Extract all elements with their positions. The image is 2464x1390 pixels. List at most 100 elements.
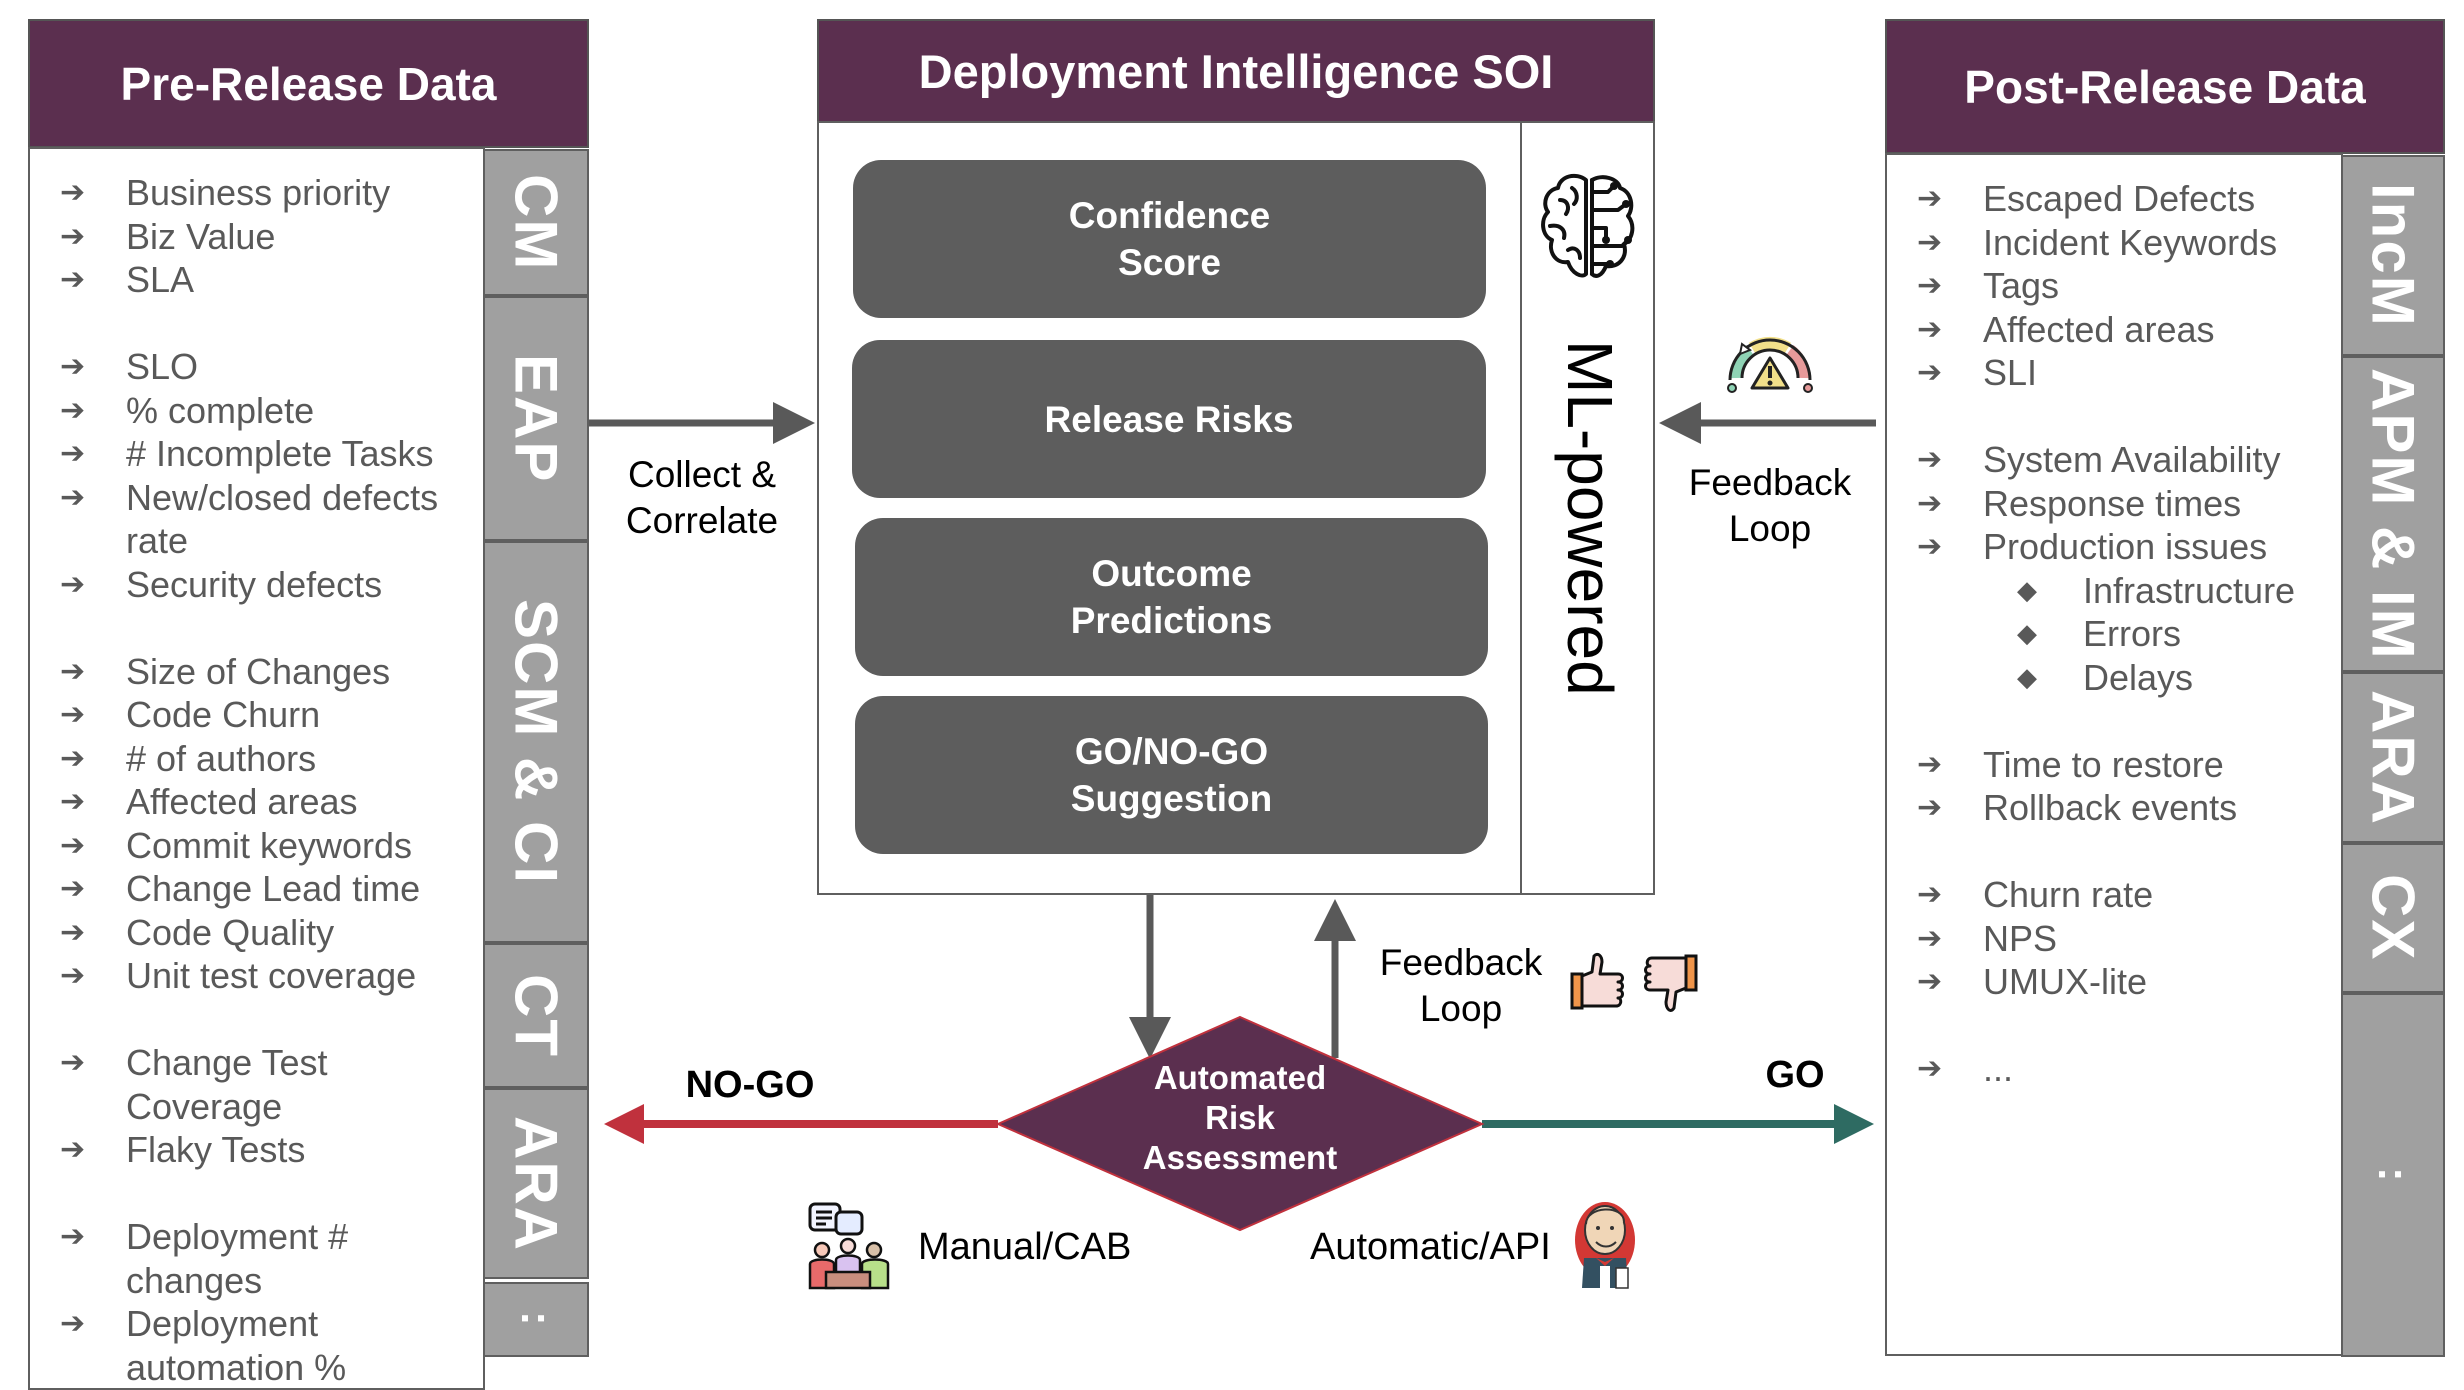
pre-release-list-item: ➔ Change Lead time bbox=[60, 867, 483, 911]
pre-release-tab-ara[interactable]: ARA bbox=[483, 1088, 589, 1279]
post-release-tab-cx[interactable]: CX bbox=[2341, 843, 2445, 993]
pre-release-list-item: ➔Code Churn bbox=[60, 693, 483, 737]
post-release-item-label: Tags bbox=[1983, 265, 2060, 306]
pre-release-item-label: Code Churn bbox=[126, 694, 321, 735]
post-release-item-label: Rollback events bbox=[1983, 787, 2238, 828]
confidence-score-box[interactable]: Confidence Score bbox=[853, 160, 1486, 318]
automatic-api-label: Automatic/API bbox=[1310, 1226, 1551, 1268]
post-release-title: Post-Release Data bbox=[1964, 60, 2366, 113]
post-release-item-label: Affected areas bbox=[1983, 308, 2215, 350]
pre-release-tab-scm-ci[interactable]: SCM & CI bbox=[483, 541, 589, 943]
post-release-list-item: ◆Delays bbox=[1917, 656, 2295, 700]
post-release-list-item: ➔Incident Keywords bbox=[1917, 221, 2295, 265]
arrow-bullet-icon: ➔ bbox=[60, 828, 86, 862]
post-release-item-label: NPS bbox=[1983, 917, 2058, 959]
post-release-tab-ara[interactable]: ARA bbox=[2341, 672, 2445, 843]
pre-release-tab-cm[interactable]: CM bbox=[483, 149, 589, 296]
pre-release-list-item: ➔ Biz Value bbox=[60, 215, 483, 259]
release-risks-label: Release Risks bbox=[1044, 398, 1294, 440]
pre-release-item-label: Commit keywords bbox=[126, 824, 413, 866]
arrow-bullet-icon: ➔ bbox=[1917, 878, 1943, 911]
arrow-bullet-icon: ➔ bbox=[60, 1046, 86, 1079]
arrow-bullet-icon: ➔ bbox=[1917, 182, 1943, 215]
confidence-score-label: Confidence Score bbox=[1068, 195, 1271, 283]
post-release-item-label: Escaped Defects bbox=[1983, 178, 2256, 219]
post-release-tab-label: ARA bbox=[2359, 689, 2427, 826]
arrow-bullet-icon: ➔ bbox=[1917, 921, 1943, 955]
go-no-go-suggestion-box[interactable]: GO/NO-GO Suggestion bbox=[855, 696, 1488, 854]
arrow-bullet-icon: ➔ bbox=[1917, 356, 1943, 389]
risk-assessment-diamond[interactable] bbox=[995, 1015, 1485, 1232]
pre-release-list-item: ➔Affected areas bbox=[60, 780, 483, 824]
post-release-list-item: ➔System Availability bbox=[1917, 438, 2295, 482]
pre-release-list-item: ➔Deployment # changes bbox=[60, 1215, 483, 1302]
pre-release-tab-label: EAP bbox=[502, 353, 570, 484]
post-release-item-label: Response times bbox=[1983, 482, 2242, 524]
risk-gauge-icon bbox=[1722, 328, 1818, 394]
post-release-header: Post-Release Data bbox=[1885, 19, 2445, 154]
go-label: GO bbox=[1765, 1054, 1825, 1096]
post-release-item-label: Infrastructure bbox=[2083, 569, 2296, 611]
post-release-tab-label: APM & IM bbox=[2359, 367, 2427, 661]
pre-release-tab-[interactable]: : bbox=[483, 1282, 589, 1357]
post-release-list-item: ➔ Affected areas bbox=[1917, 308, 2295, 352]
post-release-list-item: ➔Tags bbox=[1917, 264, 2295, 308]
manual-cab-label: Manual/CAB bbox=[918, 1226, 1132, 1268]
post-release-tab-[interactable]: : bbox=[2341, 993, 2445, 1357]
no-go-label: NO-GO bbox=[685, 1064, 815, 1106]
release-risks-box[interactable]: Release Risks bbox=[852, 340, 1486, 498]
pre-release-item-label: Biz Value bbox=[126, 215, 276, 257]
arrow-bullet-icon: ➔ bbox=[1917, 486, 1943, 520]
post-release-item-label: Time to restore bbox=[1983, 743, 2224, 785]
diamond-bullet-icon: ◆ bbox=[2017, 618, 2037, 648]
pre-release-tab-label: CM bbox=[502, 173, 570, 272]
go-no-go-suggestion-label: GO/NO-GO Suggestion bbox=[1070, 731, 1273, 819]
pre-release-list-item: ➔ Change Test Coverage bbox=[60, 1041, 483, 1128]
pre-release-tab-ct[interactable]: CT bbox=[483, 943, 589, 1088]
post-release-list-item: ➔... bbox=[1917, 1047, 2295, 1091]
pre-release-panel: ➔Business priority➔Biz Value➔SLA➔SLO➔% c… bbox=[28, 147, 485, 1390]
arrow-bullet-icon: ➔ bbox=[1917, 312, 1943, 346]
pre-release-item-label: Change Lead time bbox=[126, 868, 421, 909]
pre-release-tab-label: ARA bbox=[502, 1115, 570, 1252]
pre-release-tab-eap[interactable]: EAP bbox=[483, 296, 589, 541]
post-release-item-label: Incident Keywords bbox=[1983, 221, 2278, 263]
arrow-bullet-icon: ➔ bbox=[1917, 1052, 1943, 1085]
post-release-list-item: ➔ Escaped Defects bbox=[1917, 177, 2295, 221]
pre-release-list-item: ➔# of authors bbox=[60, 737, 483, 781]
pre-release-item-label: Code Quality bbox=[126, 911, 335, 953]
post-release-list-item: ➔ Time to restore bbox=[1917, 743, 2295, 787]
arrow-bullet-icon: ➔ bbox=[60, 1307, 86, 1340]
arrow-bullet-icon: ➔ bbox=[60, 219, 86, 253]
post-release-tab-apm-im[interactable]: APM & IM bbox=[2341, 356, 2445, 672]
arrow-bullet-icon: ➔ bbox=[60, 393, 86, 427]
collect-correlate-label: Collect & Correlate bbox=[625, 454, 779, 541]
feedback-top-label: Feedback Loop bbox=[1688, 462, 1852, 549]
arrow-bullet-icon: ➔ bbox=[60, 741, 86, 775]
arrow-bullet-icon: ➔ bbox=[1917, 747, 1943, 781]
post-release-list-item: ➔ SLI bbox=[1917, 351, 2295, 395]
post-release-item-label: SLI bbox=[1983, 352, 2038, 393]
pre-release-list-item: ➔Deployment automation % bbox=[60, 1302, 483, 1389]
arrow-bullet-icon: ➔ bbox=[60, 263, 86, 296]
arrow-bullet-icon: ➔ bbox=[1917, 965, 1943, 998]
pre-release-tab-label: : bbox=[512, 1311, 561, 1328]
arrow-bullet-icon: ➔ bbox=[60, 480, 86, 514]
arrow-bullet-icon: ➔ bbox=[60, 872, 86, 905]
pre-release-title: Pre-Release Data bbox=[120, 57, 497, 110]
pre-release-list-item: ➔Security defects bbox=[60, 563, 483, 607]
post-release-tab-label: IncM bbox=[2359, 183, 2427, 328]
outcome-predictions-box[interactable]: Outcome Predictions bbox=[855, 518, 1488, 676]
pre-release-list-item: ➔Business priority bbox=[60, 171, 483, 215]
pre-release-item-label: Change Test Coverage bbox=[126, 1042, 328, 1127]
diamond-bullet-icon: ◆ bbox=[2017, 661, 2037, 692]
post-release-list-item: ➔ NPS bbox=[1917, 917, 2295, 961]
feedback-bottom-label: Feedback Loop bbox=[1379, 942, 1543, 1029]
pre-release-list-item: ➔Size of Changes bbox=[60, 650, 483, 694]
pre-release-item-label: # Incomplete Tasks bbox=[126, 433, 434, 474]
ml-divider bbox=[1520, 121, 1522, 894]
post-release-tab-incm[interactable]: IncM bbox=[2341, 155, 2445, 356]
arrow-bullet-icon: ➔ bbox=[60, 437, 86, 470]
brain-circuit-icon bbox=[1538, 170, 1638, 286]
